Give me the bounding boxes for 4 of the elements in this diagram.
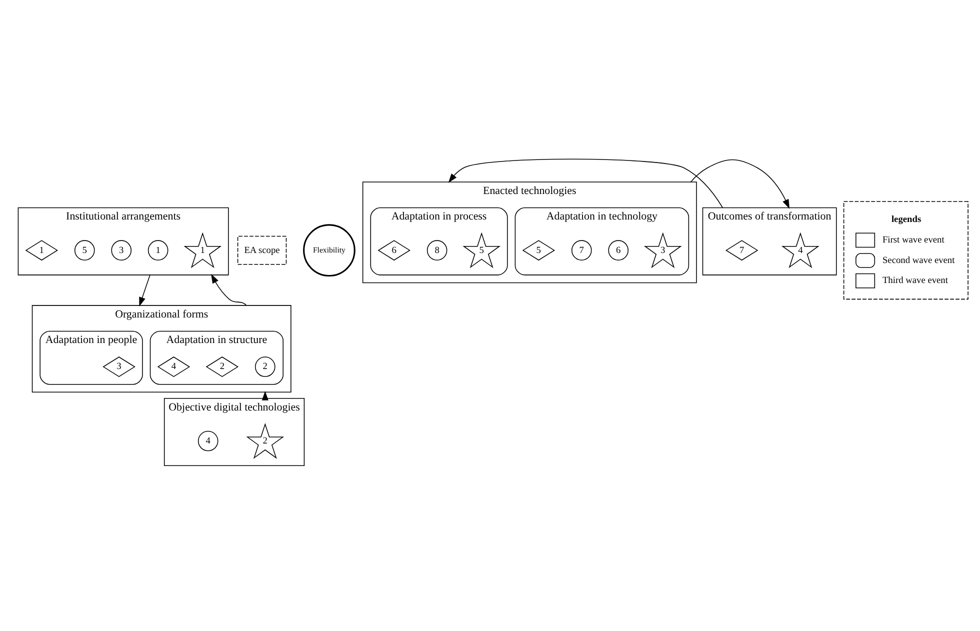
legend-label: First wave event [882,236,944,246]
legend-label: Second wave event [882,256,955,266]
legend-label: Third wave event [882,276,948,286]
label: legends [891,214,922,225]
